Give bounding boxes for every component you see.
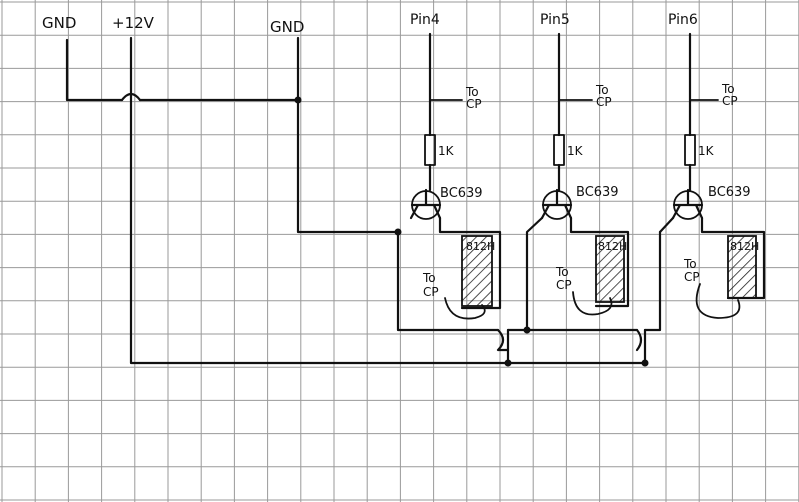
coil-cp-label-stage3: CP — [684, 270, 700, 284]
driver-stage-pin5: Pin5 To CP 1K BC639 812H To CP — [525, 12, 630, 332]
coil-label-stage1: 812H — [466, 240, 495, 253]
coil-stage2 — [595, 235, 625, 303]
driver-stage-pin6: Pin6 To CP 1K BC639 812H To CP — [658, 12, 766, 319]
resistor-label-stage1: 1K — [438, 144, 455, 158]
coil-stage3 — [727, 235, 757, 299]
coil-cp-label-stage2: CP — [556, 278, 572, 292]
resistor-1k-stage3 — [684, 134, 696, 166]
plus12v-bus — [129, 36, 647, 365]
coil-label-stage3: 812H — [730, 240, 759, 253]
driver-stage-pin4: Pin4 To CP 1K BC639 812H To CP — [409, 12, 502, 320]
pin6-cp-label: CP — [722, 94, 738, 108]
gnd-left-label: GND — [42, 14, 76, 32]
transistor-label-stage1: BC639 — [440, 186, 483, 201]
coil-to-label-stage2: To — [555, 265, 569, 279]
pin5-cp-label: CP — [596, 95, 612, 109]
pin4-cp-label: CP — [466, 97, 482, 111]
gnd-mid-label: GND — [270, 18, 304, 36]
coil-to-label-stage3: To — [683, 257, 697, 271]
pin6-label: Pin6 — [668, 12, 698, 28]
ground-bus — [65, 36, 400, 234]
resistor-label-stage3: 1K — [698, 144, 715, 158]
coil-to-label-stage1: To — [422, 271, 436, 285]
resistor-1k-stage2 — [553, 134, 565, 166]
pin4-to-label: To — [465, 85, 479, 99]
resistor-label-stage2: 1K — [567, 144, 584, 158]
return-bus — [394, 228, 662, 367]
transistor-label-stage2: BC639 — [576, 185, 619, 200]
coil-label-stage2: 812H — [598, 240, 627, 253]
coil-stage1 — [461, 235, 493, 307]
coil-cp-label-stage1: CP — [423, 285, 439, 299]
pin4-label: Pin4 — [410, 12, 440, 28]
pin5-to-label: To — [595, 83, 609, 97]
pin6-to-label: To — [721, 82, 735, 96]
plus12v-label: +12V — [112, 14, 155, 32]
transistor-label-stage3: BC639 — [708, 185, 751, 200]
pin5-label: Pin5 — [540, 12, 570, 28]
